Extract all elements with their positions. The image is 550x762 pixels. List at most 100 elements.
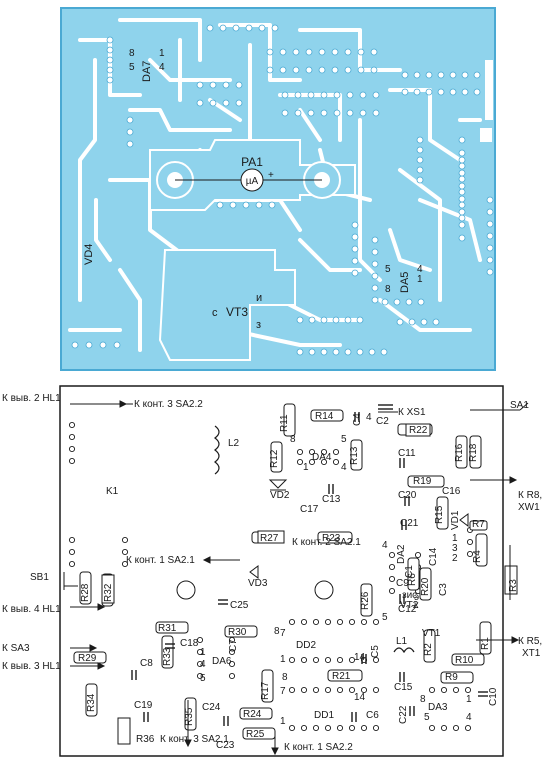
ref-r4: R4 <box>472 550 483 563</box>
ref-r14: R14 <box>315 411 334 422</box>
wire-xt1: XT1 <box>522 648 541 659</box>
via-hole <box>359 91 367 99</box>
via-hole <box>368 348 376 356</box>
via-hole <box>437 71 445 79</box>
pin-label: 14 <box>354 652 366 663</box>
ref-r2: R2 <box>423 643 434 656</box>
solder-pad <box>466 538 474 546</box>
wire-r8: К R8, <box>518 490 542 501</box>
via-hole <box>458 208 466 216</box>
ref-c14: C14 <box>428 547 439 566</box>
meter-plus-label: + <box>268 170 274 181</box>
pin-label: 5 <box>424 712 430 723</box>
via-hole <box>486 256 494 264</box>
via-hole <box>106 56 114 64</box>
ref-c24: C24 <box>202 702 221 713</box>
via-hole <box>85 341 93 349</box>
meter-ref-label: PA1 <box>241 155 263 169</box>
via-hole <box>425 88 433 96</box>
solder-pad <box>336 656 344 664</box>
pin-label: 5 <box>200 673 206 684</box>
via-hole <box>351 245 359 253</box>
via-hole <box>458 234 466 242</box>
solder-pad <box>68 421 76 429</box>
ref-r7: R7 <box>472 519 485 530</box>
solder-pad <box>288 618 296 626</box>
via-hole <box>486 208 494 216</box>
ref-r26: R26 <box>360 591 371 610</box>
via-hole <box>458 162 466 170</box>
solder-pad <box>296 448 304 456</box>
via-hole <box>331 66 339 74</box>
solder-pad <box>312 656 320 664</box>
pin-label: 1 <box>466 694 472 705</box>
via-hole <box>332 348 340 356</box>
solder-pad <box>288 686 296 694</box>
via-hole <box>209 81 217 89</box>
via-hole <box>216 201 224 209</box>
via-hole <box>351 269 359 277</box>
via-hole <box>222 99 230 107</box>
solder-pad <box>372 686 380 694</box>
solder-pad <box>388 551 396 559</box>
wire-xw1: XW1 <box>518 502 540 513</box>
solder-pad <box>336 618 344 626</box>
r27-box <box>257 530 285 544</box>
solder-pad <box>372 656 380 664</box>
via-hole <box>126 116 134 124</box>
ref-r3: R3 <box>508 579 519 592</box>
ref-c19: C19 <box>134 700 153 711</box>
da5-pin8: 8 <box>385 284 391 295</box>
pin-label: 4 <box>366 412 372 423</box>
pcb-vias <box>71 24 494 356</box>
pin-label: 3 <box>452 543 458 554</box>
via-hole <box>346 109 354 117</box>
meter-symbol <box>240 168 264 192</box>
ref-da2: DA2 <box>396 544 407 564</box>
ref-r31: R31 <box>158 623 177 634</box>
ref-r12: R12 <box>269 449 280 468</box>
ref-r9: R9 <box>445 672 458 683</box>
pin-label: к <box>414 600 419 611</box>
solder-pad <box>320 448 328 456</box>
via-hole <box>106 66 114 74</box>
ref-c18: C18 <box>180 638 199 649</box>
via-hole <box>307 109 315 117</box>
via-hole <box>351 257 359 265</box>
ref-r25: R25 <box>246 729 265 740</box>
ref-r24: R24 <box>243 709 262 720</box>
via-hole <box>357 48 365 56</box>
solder-pad <box>464 724 472 732</box>
ref-c16: C16 <box>442 486 461 497</box>
da5-pin5: 5 <box>385 264 391 275</box>
solder-pad <box>228 660 236 668</box>
via-hole <box>242 201 250 209</box>
assembly-pads <box>68 421 474 732</box>
solder-pad <box>324 686 332 694</box>
via-hole <box>458 195 466 203</box>
via-hole <box>333 91 341 99</box>
ref-vd1: VD1 <box>450 510 461 530</box>
ref-c17: C17 <box>300 504 319 515</box>
via-hole <box>356 348 364 356</box>
solder-pad <box>440 724 448 732</box>
via-hole <box>229 201 237 209</box>
via-hole <box>318 48 326 56</box>
via-hole <box>196 81 204 89</box>
pin-label: 8 <box>282 672 288 683</box>
solder-pad <box>414 551 422 559</box>
mount-hole-right <box>314 580 334 600</box>
via-hole <box>486 232 494 240</box>
via-hole <box>380 348 388 356</box>
via-hole <box>381 298 389 306</box>
via-hole <box>333 109 341 117</box>
ref-r21: R21 <box>332 671 351 682</box>
solder-pad <box>372 724 380 732</box>
via-hole <box>372 109 380 117</box>
via-hole <box>320 91 328 99</box>
ref-r33: R33 <box>162 647 173 666</box>
solder-pad <box>336 686 344 694</box>
via-hole <box>113 341 121 349</box>
vt3-i-label: и <box>256 292 262 304</box>
via-hole <box>99 341 107 349</box>
